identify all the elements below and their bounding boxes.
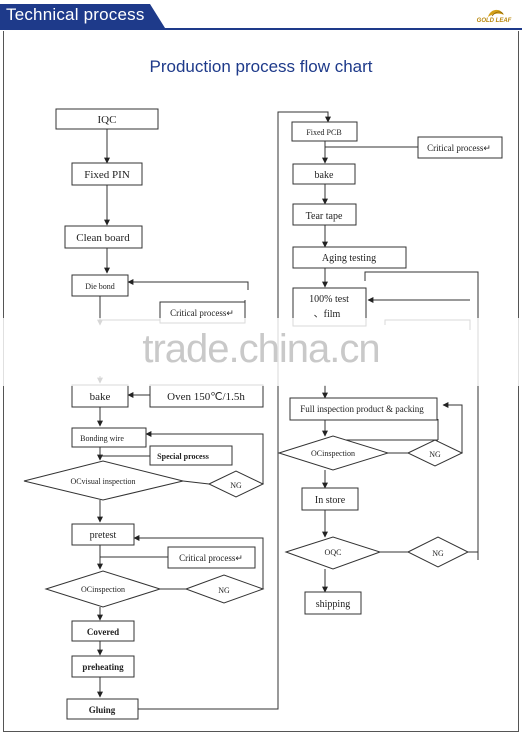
in-store-label: In store	[315, 495, 346, 506]
full-inspection-box	[289, 397, 438, 421]
critical-process-1-label: Critical process↵	[170, 308, 234, 318]
shipping-box	[304, 591, 362, 615]
oc-inspection-left-label: OCinspection	[81, 585, 125, 594]
film-label: 、film	[314, 309, 341, 320]
header-rule	[0, 28, 522, 30]
oqc-diamond	[284, 536, 382, 570]
special-process-box	[149, 445, 233, 466]
gold-leaf-logo-icon	[488, 9, 504, 17]
oqc-label: OQC	[325, 548, 342, 557]
ng-3-label: NG	[429, 450, 441, 459]
watermark-band	[0, 318, 522, 386]
covered-label: Covered	[87, 627, 119, 637]
fixed-pin-label: Fixed PIN	[84, 169, 130, 181]
logo-text: GOLD LEAF	[476, 18, 512, 24]
pretest-box	[71, 523, 135, 546]
tear-tape-box	[292, 203, 357, 226]
ng-3-diamond	[406, 439, 464, 467]
ng-2-label: NG	[218, 586, 230, 595]
bonding-wire-box	[71, 427, 147, 448]
left-column	[23, 108, 265, 720]
in-store-box	[301, 487, 359, 511]
aging-testing-label: Aging testing	[322, 253, 376, 264]
ng-4-diamond	[406, 536, 470, 568]
oven-label: Oven 150℃/1.5h	[167, 391, 245, 403]
gluing-box	[66, 698, 139, 720]
test-100-label: 100% test	[309, 294, 349, 305]
critical-process-2-label: Critical process↵	[179, 553, 243, 563]
gluing-label: Gluing	[89, 705, 116, 715]
fixed-pin-box	[71, 162, 143, 186]
ng-4-label: NG	[432, 549, 444, 558]
shipping-label: shipping	[316, 599, 350, 610]
bonding-wire-label: Bonding wire	[80, 434, 124, 443]
fixed-pcb-box	[291, 121, 358, 142]
aging-testing-box	[292, 246, 407, 269]
full-inspection-label: Full inspection product & packing	[300, 404, 424, 414]
iqc-label: IQC	[98, 114, 117, 126]
special-process-label: Special process	[157, 452, 209, 461]
fixed-pcb-label: Fixed PCB	[306, 128, 341, 137]
die-bond-box	[71, 274, 129, 297]
clean-board-box	[64, 225, 143, 249]
tear-tape-label: Tear tape	[306, 211, 343, 222]
critical-process-3-label: Critical process↵	[427, 143, 491, 153]
pretest-label: pretest	[90, 530, 117, 541]
oc-visual-inspection-diamond	[23, 460, 184, 501]
preheating-box	[71, 655, 135, 678]
oc-inspection-left-diamond	[44, 570, 162, 608]
connectors	[97, 111, 479, 710]
ng-1-label: NG	[230, 481, 242, 490]
watermark-text: trade.china.cn	[142, 327, 380, 371]
ng-2-diamond	[184, 574, 265, 604]
oc-inspection-right-diamond	[277, 435, 390, 471]
critical-process-2-box	[167, 546, 256, 569]
clean-board-label: Clean board	[76, 232, 130, 244]
preheating-label: preheating	[82, 662, 124, 672]
bake-right-box	[292, 163, 356, 185]
bake-right-label: bake	[315, 170, 334, 181]
critical-process-3-box	[417, 136, 503, 159]
header-title: Technical process	[6, 5, 145, 24]
covered-box	[71, 620, 135, 642]
oc-inspection-right-label: OCinspection	[311, 449, 355, 458]
node-labels: IQC Fixed PIN Clean board Die bond Criti…	[70, 114, 490, 715]
ng-1-diamond	[207, 470, 265, 498]
chart-title: Production process flow chart	[149, 57, 373, 76]
oc-visual-inspection-label: OCvisual inspection	[70, 477, 135, 486]
header-tab	[0, 4, 165, 28]
die-bond-label: Die bond	[85, 282, 115, 291]
bake-left-label: bake	[90, 391, 111, 403]
iqc-box	[55, 108, 159, 130]
